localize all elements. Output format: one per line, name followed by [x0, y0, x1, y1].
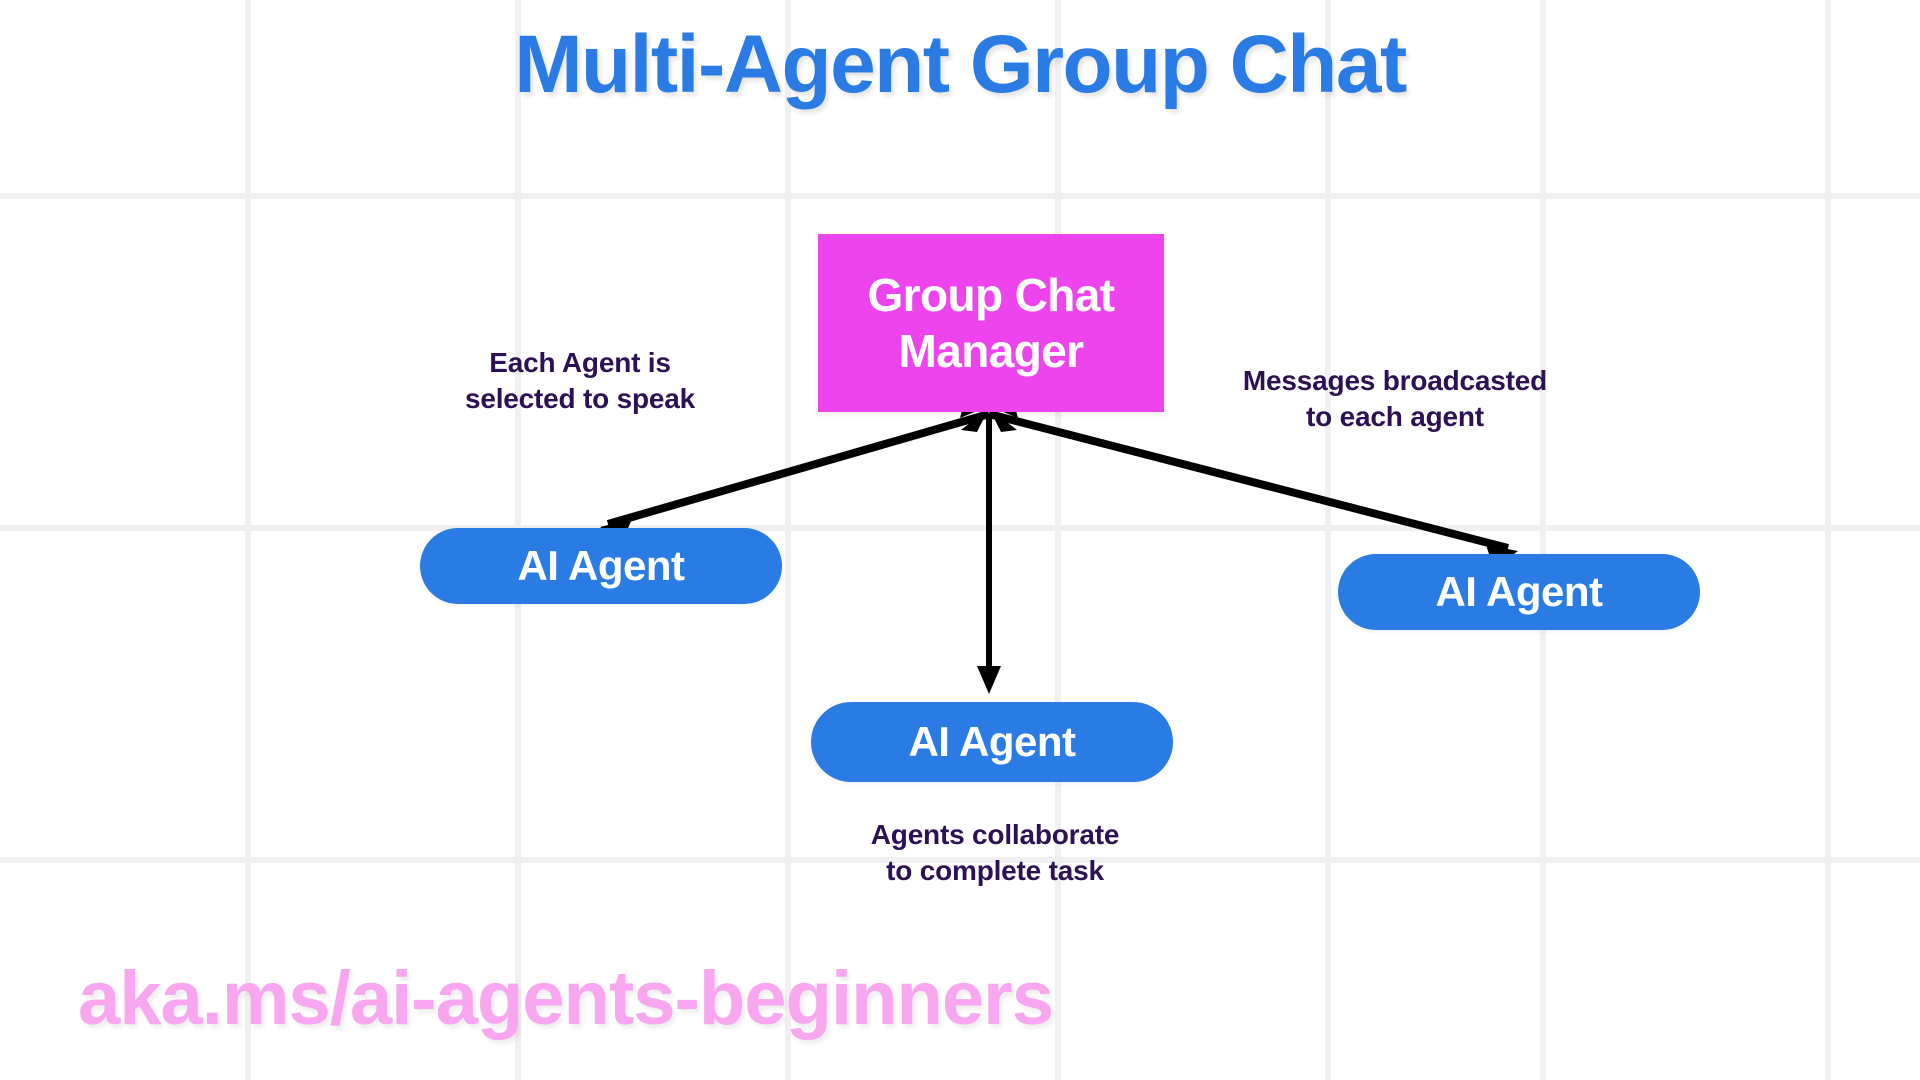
edge-manager-to-left-agent [600, 410, 991, 542]
grid-line-vertical [785, 0, 791, 1080]
edge-manager-to-right-agent [988, 410, 1518, 569]
grid-line-vertical [1325, 0, 1331, 1080]
agent-label: AI Agent [908, 718, 1076, 765]
caption-line2: to each agent [1306, 400, 1484, 432]
ai-agent-node-left[interactable]: AI Agent [420, 528, 782, 604]
grid-line-horizontal [0, 193, 1920, 199]
grid-line-vertical [1825, 0, 1831, 1080]
grid-line-vertical [1540, 0, 1546, 1080]
agent-label: AI Agent [1435, 568, 1603, 615]
caption-line1: Messages broadcasted [1242, 365, 1548, 396]
caption-line1: Agents collaborate [870, 819, 1120, 850]
agent-label: AI Agent [517, 542, 685, 589]
footer-url-link[interactable]: aka.ms/ai-agents-beginners [78, 956, 1054, 1041]
caption-line2: selected to speak [464, 382, 696, 414]
page-title: Multi-Agent Group Chat [514, 19, 1407, 110]
caption-broadcast: Messages broadcasted to each agent [1135, 363, 1655, 435]
caption-collaboration: Agents collaborate to complete task [795, 817, 1195, 889]
caption-line2: to complete task [886, 854, 1104, 886]
edge-manager-to-bottom-agent [977, 414, 1001, 694]
arrowhead-bottom [977, 666, 1001, 694]
grid-line-horizontal [0, 525, 1920, 531]
caption-line1: Each Agent is [489, 347, 671, 378]
manager-label-line1: Group Chat [867, 268, 1116, 321]
ai-agent-node-bottom[interactable]: AI Agent [811, 702, 1173, 782]
grid-line-vertical [245, 0, 251, 1080]
ai-agent-node-right[interactable]: AI Agent [1338, 554, 1700, 630]
grid-line-vertical [1055, 0, 1061, 1080]
manager-label-line2: Manager [898, 325, 1085, 377]
group-chat-manager-node[interactable]: Group Chat Manager [818, 234, 1164, 412]
caption-selection: Each Agent is selected to speak [370, 345, 790, 417]
